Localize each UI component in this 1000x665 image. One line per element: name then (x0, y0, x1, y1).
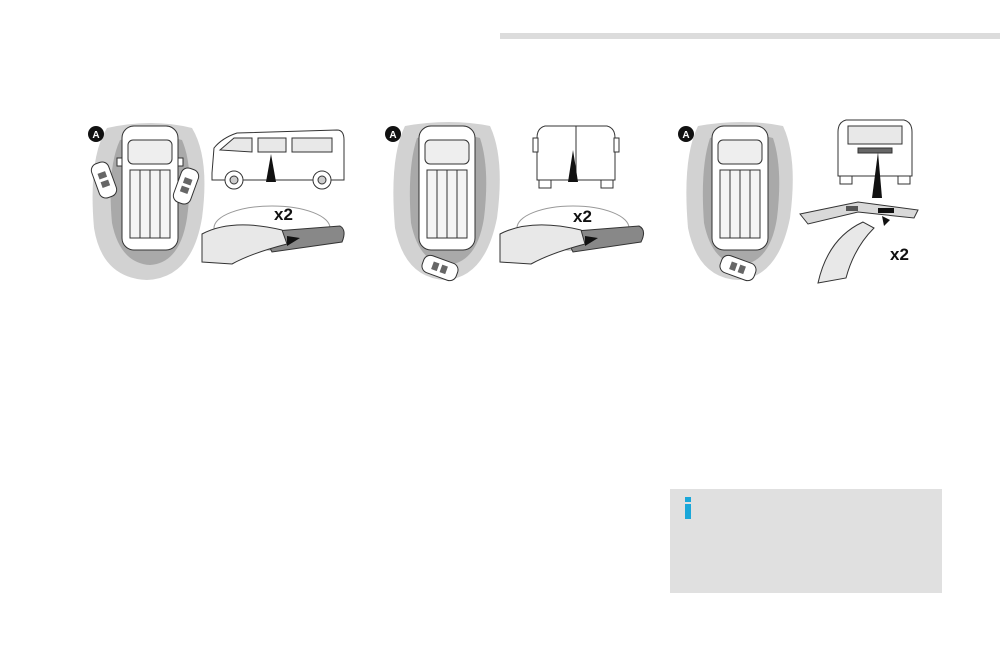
key-fob-left (90, 161, 118, 199)
section-header-rule (500, 33, 1000, 39)
pointer-arrow (568, 150, 578, 182)
svg-text:x2: x2 (890, 245, 909, 264)
press-arrow-icon (882, 216, 890, 226)
key-fob-right (172, 167, 200, 205)
svg-text:A: A (92, 130, 99, 141)
illustration-side-door: A x2 (82, 118, 352, 288)
pointer-arrow (872, 152, 882, 198)
svg-text:A: A (682, 130, 689, 141)
van-side-view (211, 129, 345, 190)
zone-badge (678, 126, 694, 142)
pointer-arrow (266, 154, 276, 182)
key-fob (719, 254, 757, 282)
illustration-tailgate: A x2 (678, 118, 948, 288)
door-handle-closeup (499, 205, 645, 265)
press-arrow-icon (287, 236, 300, 246)
svg-text:A: A (389, 130, 396, 141)
van-rear-view (837, 119, 913, 185)
svg-text:x2: x2 (274, 205, 293, 224)
zone-badge (88, 126, 104, 142)
zone-badge (385, 126, 401, 142)
info-box (670, 489, 942, 593)
van-rear-view (532, 125, 620, 189)
press-arrow-icon (585, 236, 598, 246)
van-top-view (418, 125, 476, 251)
svg-text:x2: x2 (573, 207, 592, 226)
key-fob (421, 254, 459, 282)
van-top-view (711, 125, 769, 251)
tailgate-switch-closeup (799, 201, 919, 284)
info-icon (685, 497, 691, 519)
door-handle-closeup (201, 205, 345, 265)
van-top-view (116, 125, 184, 251)
illustration-rear-door: A x2 (385, 118, 655, 288)
